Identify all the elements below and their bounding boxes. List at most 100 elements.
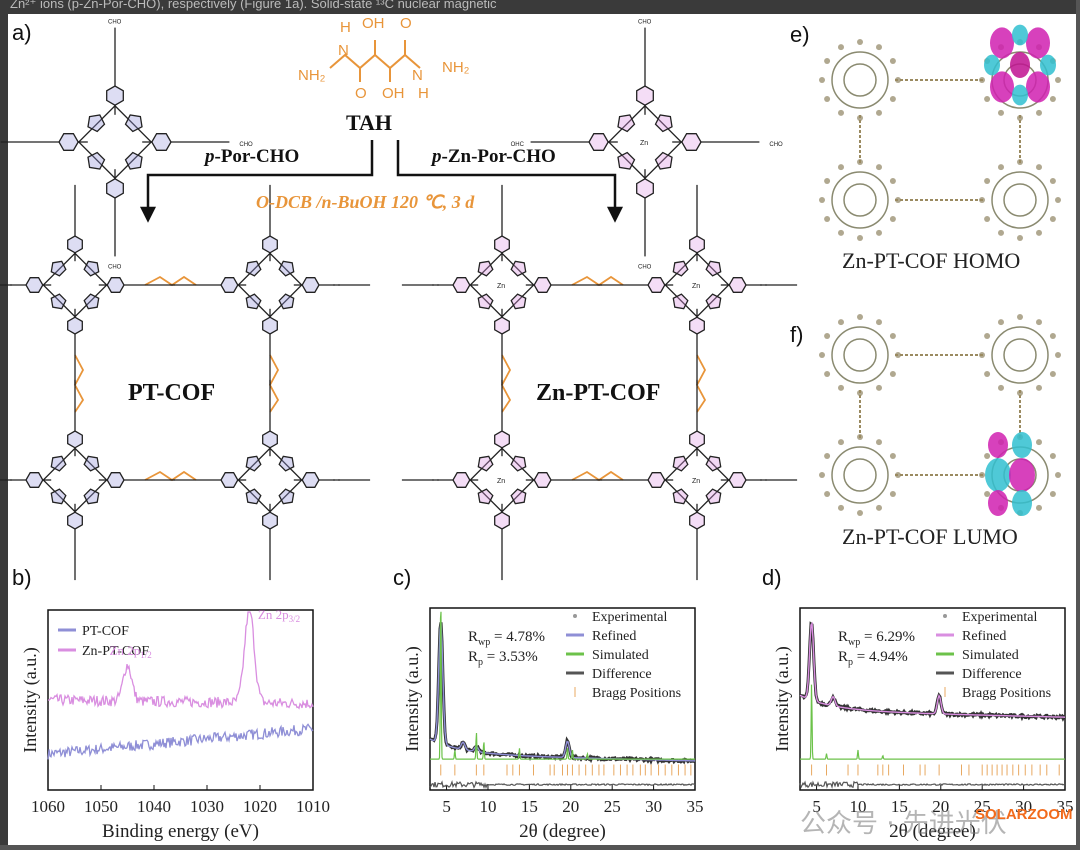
pt-cof-label: PT-COF: [128, 380, 216, 406]
reaction-conditions: O-DCB /n-BuOH 120 ℃, 3 d: [256, 192, 475, 212]
atom: [1036, 504, 1042, 511]
atom: [1049, 491, 1056, 497]
pyrrole-ring: [617, 114, 636, 133]
pyrrole-ring: [477, 488, 494, 505]
panel-e-label: e): [790, 22, 810, 47]
phenyl-ring: [301, 472, 320, 488]
stat-value: = 4.78%: [490, 629, 545, 645]
y-axis-label: Intensity (a.u.): [20, 647, 41, 752]
tah-atom-label: NH₂: [298, 67, 326, 84]
x-tick-label: 5: [442, 797, 451, 816]
pyrrole-ring: [50, 455, 67, 472]
phenyl-ring: [58, 133, 79, 151]
pyrrole-ring: [87, 151, 106, 170]
phenyl-ring: [106, 178, 124, 199]
atom: [1049, 371, 1056, 377]
pyrrole-ring: [278, 455, 295, 472]
pyrrole-ring: [50, 293, 67, 310]
phenyl-ring: [636, 85, 654, 106]
atom: [838, 109, 844, 116]
legend-label: Experimental: [962, 610, 1038, 625]
molecule-porphyrin: [819, 434, 901, 516]
atom: [889, 178, 896, 184]
homo-caption: Zn-PT-COF HOMO: [842, 248, 1021, 273]
pyrrole-ring: [83, 260, 100, 277]
legend-label: PT-COF: [82, 624, 129, 639]
header-text-strip: Zn²⁺ ions (p-Zn-Por-CHO), respectively (…: [0, 0, 1080, 14]
difference-series: [429, 779, 696, 790]
orbital-lobe: [1012, 432, 1032, 458]
molecule-porphyrin: [979, 159, 1061, 241]
atom: [876, 164, 882, 171]
x-tick-label: 25: [974, 797, 991, 816]
x-tick-label: 30: [1015, 797, 1032, 816]
panel-f-label: f): [790, 322, 804, 347]
x-tick-label: 15: [891, 797, 908, 816]
atom: [824, 453, 831, 459]
atom: [1049, 96, 1056, 102]
legend-label: Difference: [962, 667, 1022, 682]
porphyrin-core: [469, 447, 535, 513]
atom: [889, 371, 896, 377]
orbital-lobe: [1026, 71, 1050, 103]
atom: [1036, 319, 1042, 326]
phenyl-ring: [728, 277, 747, 293]
pyrrole-ring: [50, 260, 67, 277]
atom: [984, 491, 991, 497]
tah-atom-label: NH₂: [442, 59, 470, 76]
molecule-porphyrin: [819, 159, 901, 241]
right-monomer-label: p-Zn-Por-CHO: [432, 146, 556, 167]
x-tick-label: 10: [849, 797, 866, 816]
legend-label: Experimental: [592, 610, 668, 625]
atom: [824, 58, 831, 64]
pyrrole-ring: [654, 151, 673, 170]
pyrrole-ring: [510, 293, 527, 310]
phenyl-ring: [494, 511, 510, 530]
atom: [824, 178, 831, 184]
atom: [876, 44, 882, 51]
left-edge: [0, 0, 8, 850]
pyrrole-ring: [87, 114, 106, 133]
horizontal-linker: [571, 275, 624, 287]
panel-c-label: c): [393, 565, 412, 590]
atom: [1036, 384, 1042, 391]
pyrrole-ring: [50, 488, 67, 505]
cho-label: CHO: [769, 142, 783, 148]
framework-porphyrin: [0, 379, 176, 581]
panel-d-label: d): [762, 565, 782, 590]
atom: [998, 319, 1004, 326]
subscript: p: [478, 657, 483, 668]
zn-label: Zn: [692, 283, 700, 290]
pyrrole-ring: [477, 293, 494, 310]
pyrrole-ring: [705, 488, 722, 505]
phenyl-ring: [106, 472, 125, 488]
atom: [998, 109, 1004, 116]
atom: [838, 504, 844, 511]
phenyl-ring: [301, 277, 320, 293]
phenyl-ring: [262, 430, 278, 449]
phenyl-ring: [728, 472, 747, 488]
framework-porphyrin: [0, 184, 176, 386]
phenyl-ring: [151, 133, 172, 151]
x-tick-label: 1060: [31, 797, 65, 816]
horizontal-linker: [144, 470, 197, 482]
phenyl-ring: [636, 178, 654, 199]
legend-label: Bragg Positions: [962, 686, 1051, 701]
pyrrole-ring: [83, 293, 100, 310]
atom: [819, 77, 825, 83]
subscript: 3/2: [289, 614, 301, 624]
atom: [824, 491, 831, 497]
arrowhead: [139, 206, 157, 223]
pyrrole-ring: [654, 114, 673, 133]
stat-value: = 4.94%: [853, 649, 908, 665]
refinement-stat: Rwp = 6.29%: [838, 629, 915, 648]
porphyrin-core: [664, 252, 730, 318]
atom: [1055, 472, 1061, 478]
atom: [838, 164, 844, 171]
atom: [857, 235, 863, 241]
molecule-porphyrin: [979, 314, 1061, 396]
legend-marker: [943, 614, 947, 618]
cho-label: CHO: [638, 264, 652, 270]
x-tick-label: 5: [812, 797, 821, 816]
